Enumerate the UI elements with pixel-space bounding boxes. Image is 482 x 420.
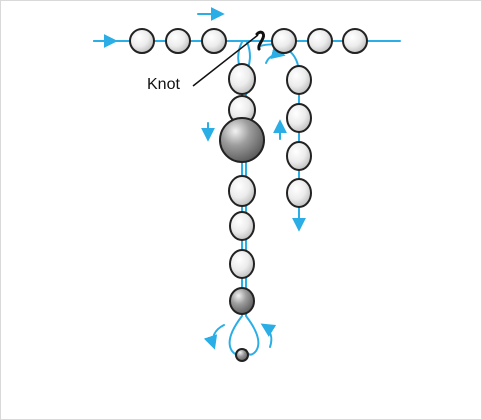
top-bead-3 — [201, 28, 227, 54]
right-strand-bead-2 — [286, 103, 312, 133]
thread-arrows — [93, 7, 306, 350]
arrow-curved-right-icon — [265, 45, 286, 64]
center-bead-6 — [229, 287, 255, 315]
center-bead-4 — [229, 211, 255, 241]
knot-label: Knot — [147, 76, 180, 93]
top-bead-6 — [342, 28, 368, 54]
bottom-small-bead — [235, 348, 249, 362]
center-bead-1 — [228, 63, 256, 95]
arrow-loop-right-icon — [260, 323, 277, 348]
right-strand — [286, 65, 312, 208]
arrow-loop-left-icon — [203, 324, 225, 350]
knot-marker — [192, 30, 265, 87]
center-focal-bead — [219, 117, 265, 163]
center-bead-3 — [228, 175, 256, 207]
knot-icon — [255, 30, 265, 51]
top-bead-row — [129, 28, 368, 54]
top-bead-4 — [271, 28, 297, 54]
top-bead-5 — [307, 28, 333, 54]
knot-leader-line — [192, 34, 259, 87]
center-bead-5 — [229, 249, 255, 279]
right-strand-bead-1 — [286, 65, 312, 95]
right-drop-thread — [245, 41, 260, 356]
top-bead-2 — [165, 28, 191, 54]
right-strand-bead-4 — [286, 178, 312, 208]
central-strand — [219, 63, 265, 362]
right-strand-bead-3 — [286, 141, 312, 171]
top-bead-1 — [129, 28, 155, 54]
